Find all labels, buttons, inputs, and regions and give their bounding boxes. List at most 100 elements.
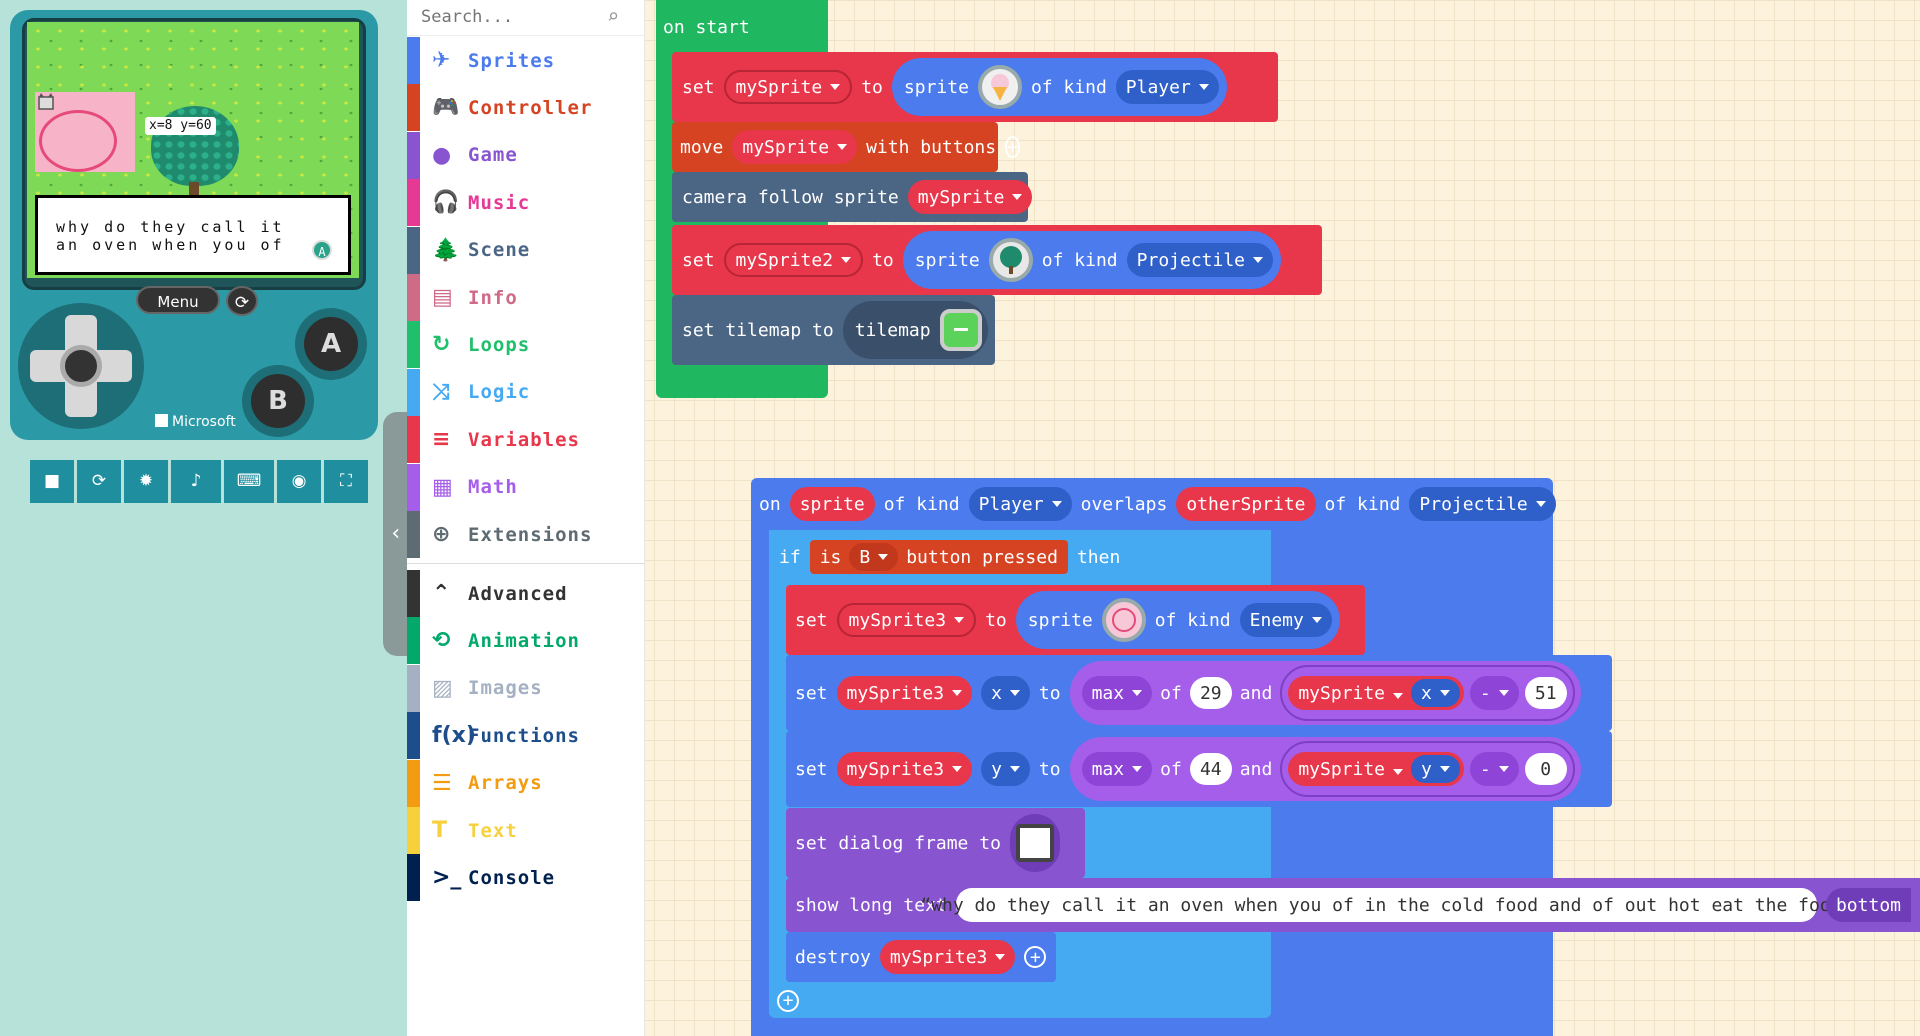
number-input[interactable]: 51 [1524,677,1567,709]
category-math[interactable]: ▦Math [407,463,645,511]
category-console[interactable]: >_Console [407,854,645,902]
kind-dropdown[interactable]: Player [1115,70,1219,104]
mute-icon[interactable]: ♪ [171,460,221,503]
category-logic[interactable]: ⤨Logic [407,368,645,416]
math-function-dropdown[interactable]: max [1081,676,1153,710]
variable-dropdown[interactable]: mySprite [732,130,858,164]
icecream-image-icon[interactable] [977,65,1022,109]
category-arrays[interactable]: ☰Arrays [407,759,645,807]
category-advanced[interactable]: ⌃Advanced [407,570,645,617]
add-else-icon[interactable]: + [777,990,799,1012]
kind1-dropdown[interactable]: Player [968,487,1072,521]
set-y-block[interactable]: set mySprite3 y to max of 44 and mySprit… [786,731,1612,807]
a-button[interactable]: A [295,308,367,380]
variable-dropdown[interactable]: mySprite3 [836,752,973,786]
property-dropdown[interactable]: x [981,676,1030,710]
kind-dropdown[interactable]: Projectile [1126,243,1274,277]
scene-category-icon: 🌲 [432,237,460,263]
number-input[interactable]: 0 [1524,753,1567,785]
sprite-variable-dropdown[interactable]: mySprite [1298,683,1403,704]
stop-icon[interactable]: ■ [30,460,74,503]
math-function-dropdown[interactable]: max [1081,752,1153,786]
debug-icon[interactable]: ✹ [124,460,168,503]
category-extensions[interactable]: ⊕Extensions [407,511,645,558]
fullscreen-icon[interactable]: ⛶ [324,460,368,503]
sprite-variable-dropdown[interactable]: mySprite [1298,759,1403,780]
pink-sprite-image-icon[interactable] [1101,598,1146,642]
set-x-block[interactable]: set mySprite3 x to max of 29 and mySprit… [786,655,1612,731]
category-loops[interactable]: ↻Loops [407,321,645,369]
variable-dropdown[interactable]: mySprite2 [723,243,864,277]
show-long-text-block[interactable]: show long text “why do they call it an o… [786,878,1920,932]
frame-image-reporter[interactable] [1009,814,1060,872]
blocks-workspace[interactable]: on start set mySprite to sprite of kind … [645,0,1920,1036]
button-dropdown[interactable]: B [849,543,899,571]
operator-dropdown[interactable]: - [1469,752,1519,786]
tilemap-reporter[interactable]: tilemap [842,301,988,359]
category-variables[interactable]: ≡Variables [407,416,645,464]
category-game[interactable]: ●Game [407,131,645,179]
max-reporter[interactable]: max of 44 and mySprite y - 0 [1069,737,1581,801]
subtract-reporter[interactable]: mySprite x - 51 [1280,665,1575,721]
set-dialog-frame-block[interactable]: set dialog frame to [786,808,1085,878]
category-scene[interactable]: 🌲Scene [407,226,645,274]
property-dropdown[interactable]: x [1411,679,1460,707]
set-tilemap-block[interactable]: set tilemap to tilemap [672,295,995,365]
add-parameter-icon[interactable]: + [1005,136,1020,158]
sprite-property-reporter[interactable]: mySprite y [1288,752,1464,786]
destroy-block[interactable]: destroy mySprite3 + [786,932,1056,982]
tree-image-icon[interactable] [988,238,1033,282]
category-controller[interactable]: 🎮Controller [407,84,645,132]
search-icon[interactable]: ⌕ [607,4,620,28]
number-input[interactable]: 29 [1189,677,1232,709]
category-info[interactable]: ▤Info [407,274,645,321]
variable-dropdown[interactable]: mySprite [723,70,853,104]
category-animation[interactable]: ⟲Animation [407,617,645,665]
screenshot-icon[interactable]: ◉ [277,460,321,503]
property-dropdown[interactable]: y [1411,755,1460,783]
max-reporter[interactable]: max of 29 and mySprite x - 51 [1069,661,1581,725]
add-parameter-icon[interactable]: + [1024,946,1047,968]
move-with-buttons-block[interactable]: move mySprite with buttons + [672,122,1020,172]
position-dropdown[interactable]: bottom [1825,888,1911,922]
category-sprites[interactable]: ✈Sprites [407,37,645,84]
sprite-of-kind-reporter[interactable]: sprite of kind Projectile [902,231,1282,289]
othersprite-parameter[interactable]: otherSprite [1176,487,1316,521]
restart-icon[interactable]: ⟳ [77,460,121,503]
set-mysprite2-block[interactable]: set mySprite2 to sprite of kind Projecti… [672,225,1322,295]
camera-follow-block[interactable]: camera follow sprite mySprite [672,172,1033,222]
dialog-frame-image-icon[interactable] [1015,824,1054,862]
set-mysprite-block[interactable]: set mySprite to sprite of kind Player [672,52,1278,122]
category-images[interactable]: ▨Images [407,664,645,712]
kind-dropdown[interactable]: Enemy [1239,603,1332,637]
sprite-parameter[interactable]: sprite [789,487,875,521]
long-text-input[interactable]: “why do they call it an oven when you of… [920,888,1852,922]
variable-dropdown[interactable]: mySprite3 [879,940,1016,974]
variable-dropdown[interactable]: mySprite3 [836,603,977,637]
keyboard-icon[interactable]: ⌨ [224,460,274,503]
category-music[interactable]: 🎧Music [407,179,645,227]
dpad[interactable] [18,303,144,429]
subtract-reporter[interactable]: mySprite y - 0 [1280,741,1575,797]
menu-button[interactable]: Menu [136,286,220,314]
sprite-of-kind-reporter[interactable]: sprite of kind Player [891,58,1227,116]
search-input[interactable] [421,4,601,30]
set-mysprite3-block[interactable]: set mySprite3 to sprite of kind Enemy [786,585,1365,655]
is-button-pressed-reporter[interactable]: is B button pressed [809,540,1068,574]
category-functions[interactable]: f(x)Functions [407,712,645,760]
property-dropdown[interactable]: y [981,752,1030,786]
sprite-property-reporter[interactable]: mySprite x [1288,676,1464,710]
collapse-simulator-button[interactable]: ‹ [383,412,409,656]
variable-dropdown[interactable]: mySprite [907,180,1033,214]
tilemap-image-icon[interactable] [939,309,982,351]
functions-category-icon: f(x) [432,723,476,749]
operator-dropdown[interactable]: - [1469,676,1519,710]
sprite-of-kind-reporter[interactable]: sprite of kind Enemy [1015,591,1340,649]
b-button[interactable]: B [242,365,314,437]
kind2-dropdown[interactable]: Projectile [1409,487,1556,521]
variable-dropdown[interactable]: mySprite3 [836,676,973,710]
game-canvas[interactable]: x=8 y=60 why do they call it an oven whe… [27,22,359,278]
number-input[interactable]: 44 [1189,753,1232,785]
reset-game-icon[interactable]: ⟳ [226,286,258,316]
